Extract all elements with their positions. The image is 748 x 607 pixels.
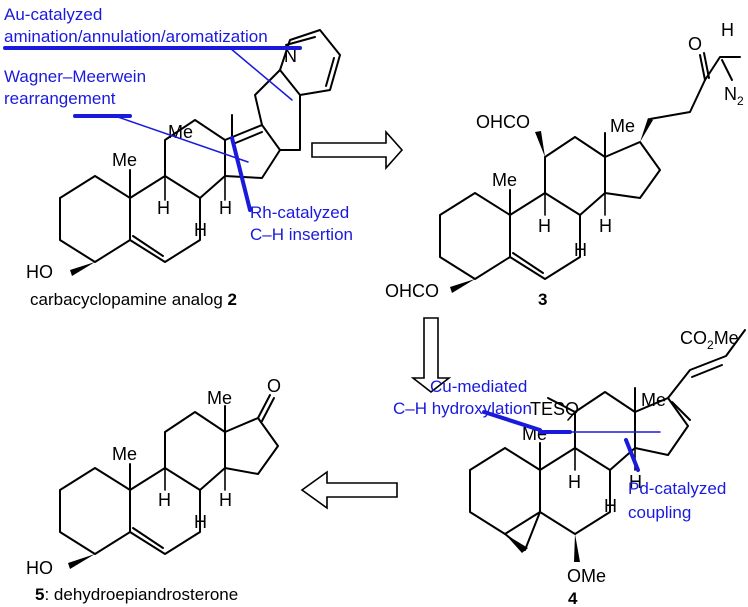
annotation-cu-line1: Cu-mediated xyxy=(430,377,527,396)
annotation-rh-line2: C–H insertion xyxy=(250,225,353,244)
annotation-au-line2: amination/annulation/aromatization xyxy=(4,27,268,46)
c5-atom-O: O xyxy=(267,376,281,396)
c2-atom-H-2: H xyxy=(194,220,207,240)
compound-3-structure xyxy=(439,52,741,293)
c4-atom-H-2: H xyxy=(604,496,617,516)
c3-atom-H-3: H xyxy=(599,216,612,236)
c3-atom-OHCO-top: OHCO xyxy=(476,112,530,132)
compound-4-number: 4 xyxy=(568,589,578,607)
c4-atom-OMe: OMe xyxy=(567,566,606,586)
annotation-wm-line2: rearrangement xyxy=(4,89,116,108)
compound-4-structure xyxy=(469,329,746,562)
c3-atom-O: O xyxy=(688,34,702,54)
c4-atom-CO2Me-b: Me xyxy=(714,328,739,348)
c5-atom-Me-2: Me xyxy=(112,444,137,464)
c4-atom-CO2Me: CO2Me xyxy=(680,328,739,352)
c2-atom-N: N xyxy=(284,46,297,66)
compound-2-caption: carbacyclopamine analog 2 xyxy=(30,290,237,309)
c3-atom-H-ald: H xyxy=(721,20,734,40)
c5-atom-H-1: H xyxy=(158,490,171,510)
c2-atom-Me-2: Me xyxy=(112,150,137,170)
c3-atom-H-2: H xyxy=(574,240,587,260)
c2-atom-H-1: H xyxy=(157,198,170,218)
compound-5-structure xyxy=(59,394,279,569)
c3-atom-N2: N2 xyxy=(724,84,744,108)
compound-3-number: 3 xyxy=(538,290,547,309)
annotation-cu-line2: C–H hydroxylation xyxy=(393,399,532,418)
c4-atom-TESO: TESO xyxy=(530,399,579,419)
c4-atom-H-3: H xyxy=(629,472,642,492)
c4-atom-Me-1: Me xyxy=(641,390,666,410)
retro-arrow-3-to-4 xyxy=(410,317,452,394)
annotation-rh-line1: Rh-catalyzed xyxy=(250,203,349,222)
retro-arrow-4-to-5 xyxy=(300,470,398,510)
compound-5-number: 5 xyxy=(35,585,44,604)
c3-atom-Me-2: Me xyxy=(492,170,517,190)
compound-5-caption: 5: dehydroepiandrosterone xyxy=(35,585,238,604)
c2-atom-HO: HO xyxy=(26,262,53,282)
c5-atom-Me-1: Me xyxy=(207,388,232,408)
compound-2-caption-text: carbacyclopamine analog xyxy=(30,290,228,309)
c3-atom-Me-1: Me xyxy=(610,116,635,136)
c4-atom-H-1: H xyxy=(568,472,581,492)
c5-atom-H-2: H xyxy=(194,512,207,532)
annotation-au-line1: Au-catalyzed xyxy=(4,5,102,24)
c3-atom-N2-main: N xyxy=(724,84,737,104)
c3-atom-H-1: H xyxy=(538,216,551,236)
annotation-wm-line1: Wagner–Meerwein xyxy=(4,67,146,86)
c3-atom-OHCO: OHCO xyxy=(385,281,439,301)
c4-atom-CO2Me-a: CO xyxy=(680,328,707,348)
c3-atom-N2-sub: 2 xyxy=(737,94,744,108)
c5-atom-H-3: H xyxy=(219,490,232,510)
c2-atom-H-3: H xyxy=(219,198,232,218)
retro-arrow-2-to-3 xyxy=(311,129,404,171)
compound-5-caption-text: : dehydroepiandrosterone xyxy=(44,585,238,604)
annotation-pd-line1: Pd-catalyzed xyxy=(628,479,726,498)
compound-2-number: 2 xyxy=(228,290,237,309)
c5-atom-HO: HO xyxy=(26,558,53,578)
annotation-pd-line2: coupling xyxy=(628,503,691,522)
compound-2-structure xyxy=(59,29,341,276)
c4-atom-CO2Me-sub: 2 xyxy=(707,338,714,352)
